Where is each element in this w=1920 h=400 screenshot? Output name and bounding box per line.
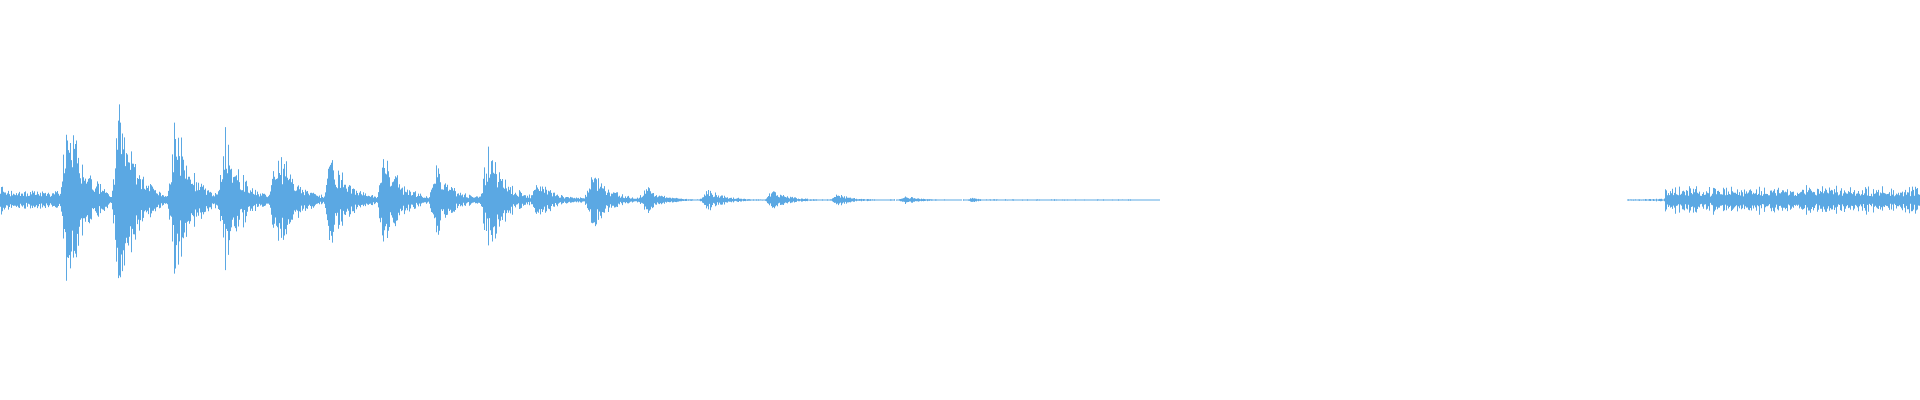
- waveform-samples: [0, 104, 1920, 281]
